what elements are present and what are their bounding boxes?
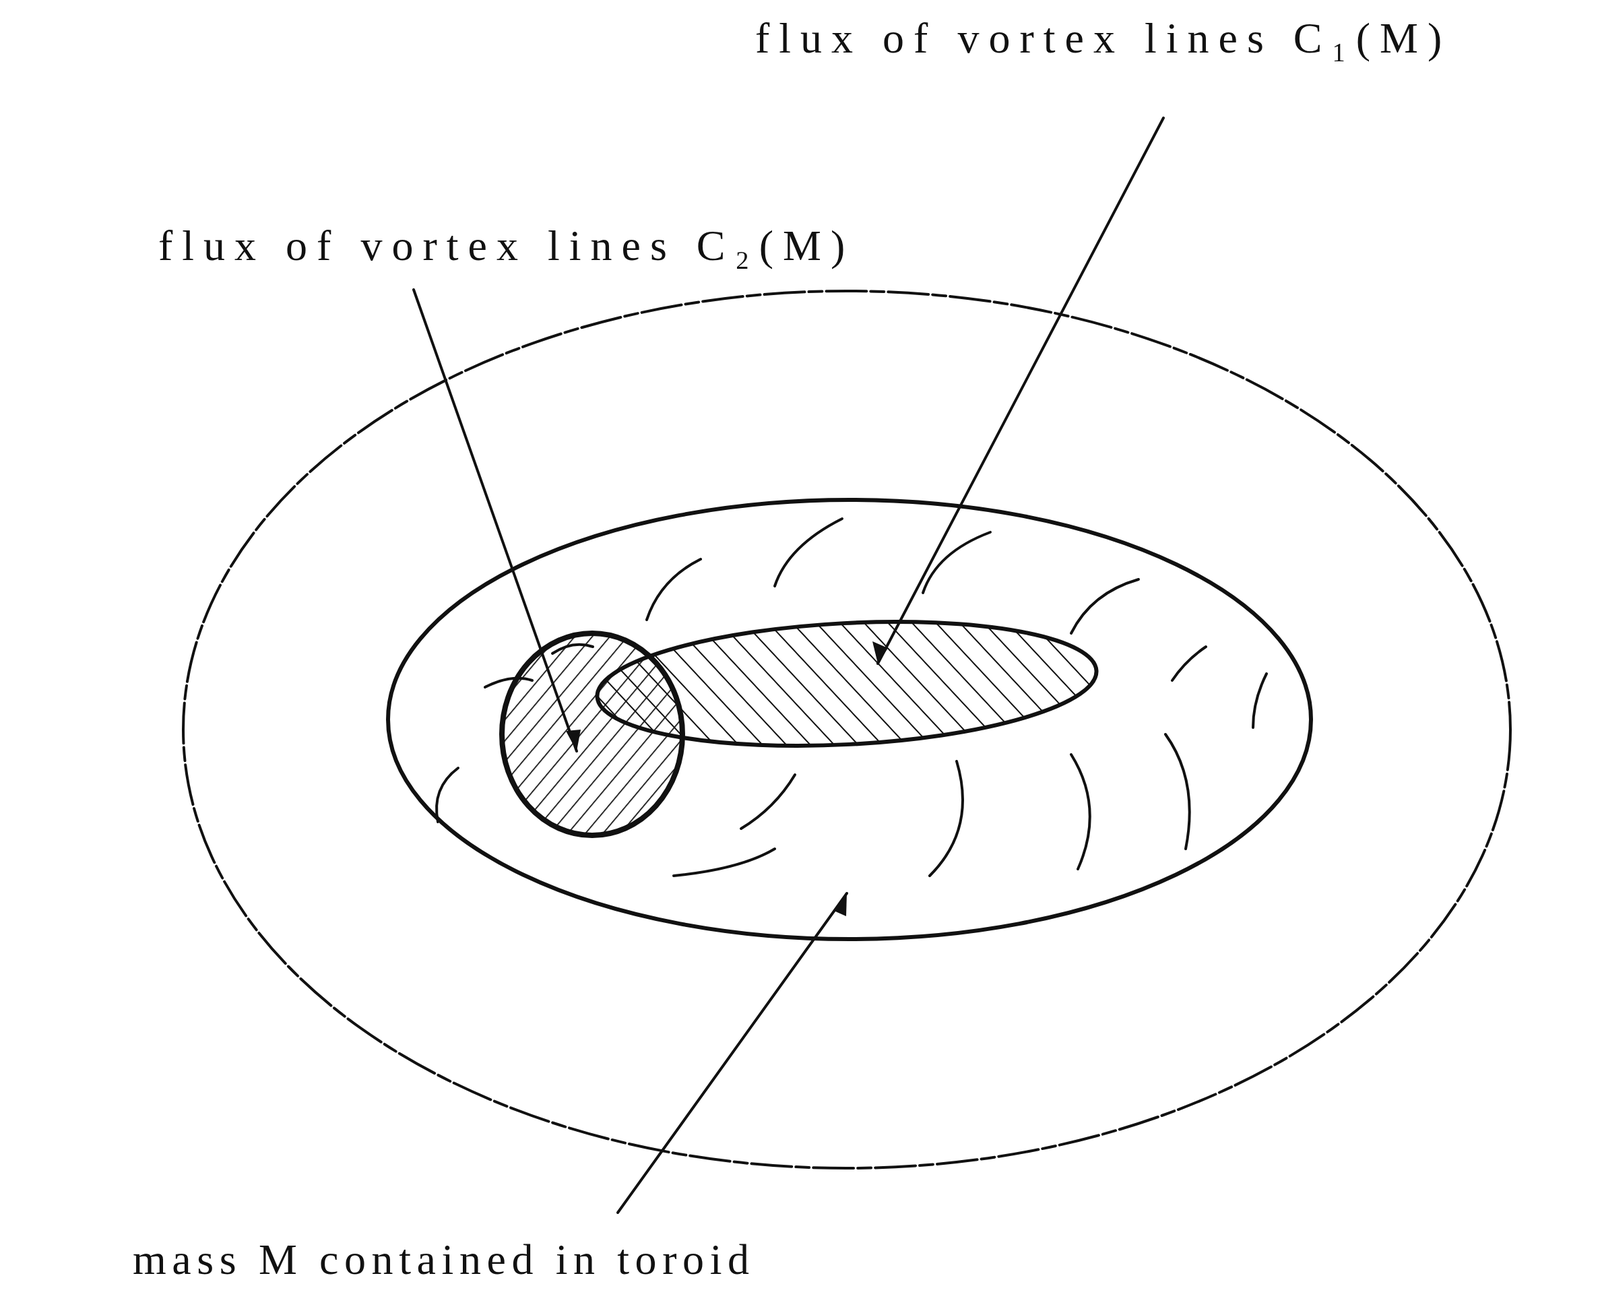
leader-lines [413,117,1164,1213]
vortex-lines [436,518,1267,876]
leader-tips [565,641,888,917]
callout-label: flux of vortex lines C₂(M) [158,222,855,270]
torus-inner-rim [388,499,1311,940]
torus-outer-rim [183,291,1511,1169]
c2-cross-section [501,633,683,836]
callout-label: flux of vortex lines C₁(M) [755,14,1452,62]
callout-label: mass M contained in toroid [132,1236,756,1284]
